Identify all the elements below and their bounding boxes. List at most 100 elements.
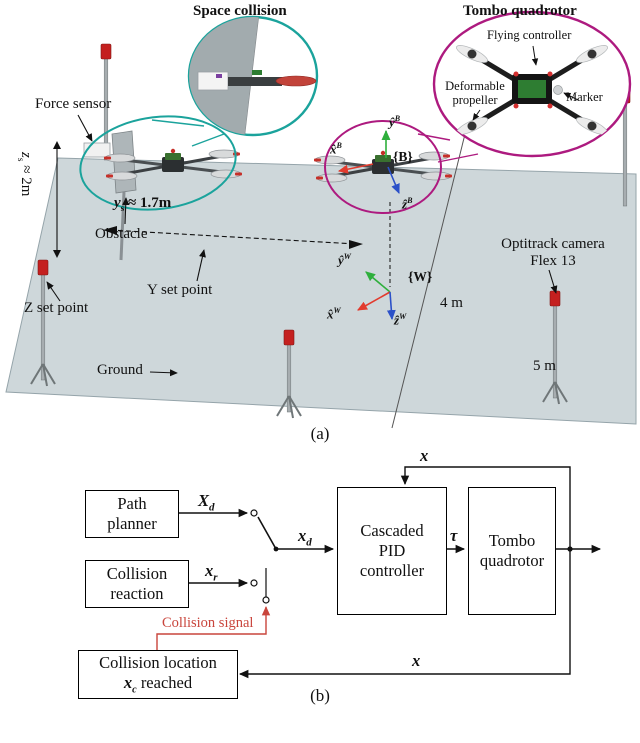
deformable-propeller-label: Deformable propeller bbox=[445, 79, 505, 107]
world-y-sup: W bbox=[343, 252, 351, 261]
Xd-signal-label: Xd bbox=[198, 491, 215, 513]
tombo-scene-circle bbox=[324, 120, 442, 214]
body-z-axis-label: ẑB bbox=[402, 196, 412, 212]
xd-signal-label: xd bbox=[298, 526, 312, 548]
dimension-5m-label: 5 m bbox=[533, 358, 556, 374]
switch-contact-top bbox=[250, 509, 258, 517]
cascaded-pid-block: Cascaded PID controller bbox=[337, 487, 447, 615]
optitrack-arrow bbox=[548, 269, 558, 294]
x-top-signal-label: x bbox=[420, 446, 429, 465]
collision-reaction-block: Collision reaction bbox=[85, 560, 189, 608]
xr-main: x bbox=[205, 561, 214, 580]
body-y: ŷ bbox=[389, 114, 395, 130]
xc-sub: c bbox=[132, 683, 137, 695]
body-y-axis-label: ŷB bbox=[389, 114, 400, 130]
ys-dimension bbox=[103, 226, 363, 249]
state-feedback-bottom bbox=[238, 549, 571, 679]
body-frame-label: {B} bbox=[393, 149, 413, 164]
world-frame-label: {W} bbox=[408, 269, 433, 284]
ground-arrow bbox=[149, 369, 178, 377]
subfigure-a-caption: (a) bbox=[310, 424, 330, 443]
switch-actuator-node bbox=[262, 596, 270, 604]
switch-contact-bottom bbox=[250, 579, 258, 587]
world-y: ŷ bbox=[338, 252, 344, 268]
world-z-axis-label: ẑW bbox=[394, 312, 406, 328]
zs-dimension bbox=[53, 141, 61, 258]
tombo-inset bbox=[432, 10, 632, 158]
ys-dimension-label: ys ≈ 1.7m bbox=[114, 195, 171, 214]
body-z: ẑ bbox=[402, 196, 408, 212]
world-x: x̂ bbox=[327, 306, 334, 322]
body-x-sup: B bbox=[336, 141, 342, 150]
switch-common-node bbox=[273, 546, 279, 552]
body-y-sup: B bbox=[394, 114, 401, 123]
control-diagram-lines bbox=[156, 466, 602, 679]
experiment-scene bbox=[5, 10, 637, 429]
ground-plane bbox=[5, 157, 637, 425]
world-frame-axes bbox=[357, 271, 396, 321]
tombo-callout-line bbox=[417, 133, 451, 141]
optitrack-tripod bbox=[100, 43, 112, 161]
force-sensor-label: Force sensor bbox=[35, 96, 112, 112]
body-z-sup: B bbox=[407, 196, 413, 205]
space-collision-scene-circle bbox=[79, 115, 237, 211]
world-z-sup: W bbox=[399, 312, 407, 321]
feedback-junction-dot bbox=[567, 546, 573, 552]
xd-main: x bbox=[298, 526, 307, 545]
tombo-callout-line bbox=[437, 153, 479, 163]
tau-signal-label: τ bbox=[450, 526, 458, 545]
path-planner-block: Path planner bbox=[85, 490, 179, 538]
tombo-quadrotor-block: Tombo quadrotor bbox=[468, 487, 556, 615]
space-collision-inset bbox=[187, 15, 319, 137]
obstacle-label: Obstacle bbox=[95, 226, 148, 242]
optitrack-camera-label: Optitrack camera Flex 13 bbox=[472, 236, 634, 271]
optitrack-line2: Flex 13 bbox=[530, 253, 576, 270]
optitrack-tripod bbox=[276, 329, 302, 419]
space-collision-callout-line bbox=[151, 119, 205, 127]
ys-sub: s bbox=[120, 204, 125, 214]
collision-location-line2: xc reached bbox=[124, 673, 192, 697]
Xd-main: X bbox=[198, 491, 210, 510]
ground-label: Ground bbox=[97, 362, 143, 378]
obstacle-arrow bbox=[122, 197, 130, 225]
y-set-point-label: Y set point bbox=[147, 282, 213, 298]
tombo-quadrotor-title: Tombo quadrotor bbox=[463, 3, 577, 19]
optitrack-line1: Optitrack camera bbox=[501, 236, 605, 252]
world-y-axis-label: ŷW bbox=[338, 252, 351, 268]
y-set-point-arrow bbox=[196, 249, 206, 282]
world-x-sup: W bbox=[333, 306, 341, 315]
z-set-point-label: Z set point bbox=[24, 300, 89, 316]
marker-label: Marker bbox=[566, 90, 603, 104]
xd-sub: d bbox=[306, 536, 312, 549]
collision-location-block: Collision location xc reached bbox=[78, 650, 238, 699]
dimension-4m-line bbox=[391, 125, 468, 429]
switch-arm bbox=[257, 516, 277, 550]
world-z: ẑ bbox=[394, 312, 400, 328]
body-x-axis-label: x̂B bbox=[330, 141, 342, 157]
x-bottom-signal-label: x bbox=[412, 651, 421, 670]
body-x: x̂ bbox=[330, 141, 337, 157]
xr-signal-label: xr bbox=[205, 561, 218, 583]
dimension-4m-label: 4 m bbox=[440, 295, 463, 311]
collision-signal-label: Collision signal bbox=[162, 615, 254, 631]
optitrack-tripod bbox=[542, 290, 568, 405]
collision-signal-line bbox=[156, 605, 271, 650]
subfigure-b-caption: (b) bbox=[310, 686, 330, 705]
ys-rest: ≈ 1.7m bbox=[124, 195, 172, 211]
space-collision-callout-line bbox=[191, 133, 225, 147]
xr-sub: r bbox=[213, 571, 218, 584]
ys-var: y bbox=[114, 195, 121, 211]
zs-dimension-label: zs ≈ 2m bbox=[15, 152, 34, 196]
zs-rest: ≈ 2m bbox=[18, 161, 34, 197]
optitrack-tripod bbox=[30, 259, 56, 387]
state-feedback-top bbox=[400, 466, 571, 549]
space-collision-title: Space collision bbox=[193, 3, 287, 19]
Xd-sub: d bbox=[209, 501, 215, 514]
force-sensor-arrow bbox=[77, 114, 93, 142]
flying-controller-label: Flying controller bbox=[487, 28, 572, 42]
body-frame-axes bbox=[337, 129, 400, 195]
collision-location-line1: Collision location bbox=[99, 652, 217, 672]
xc-var: x bbox=[123, 672, 133, 692]
z-set-point-arrow bbox=[46, 281, 61, 302]
